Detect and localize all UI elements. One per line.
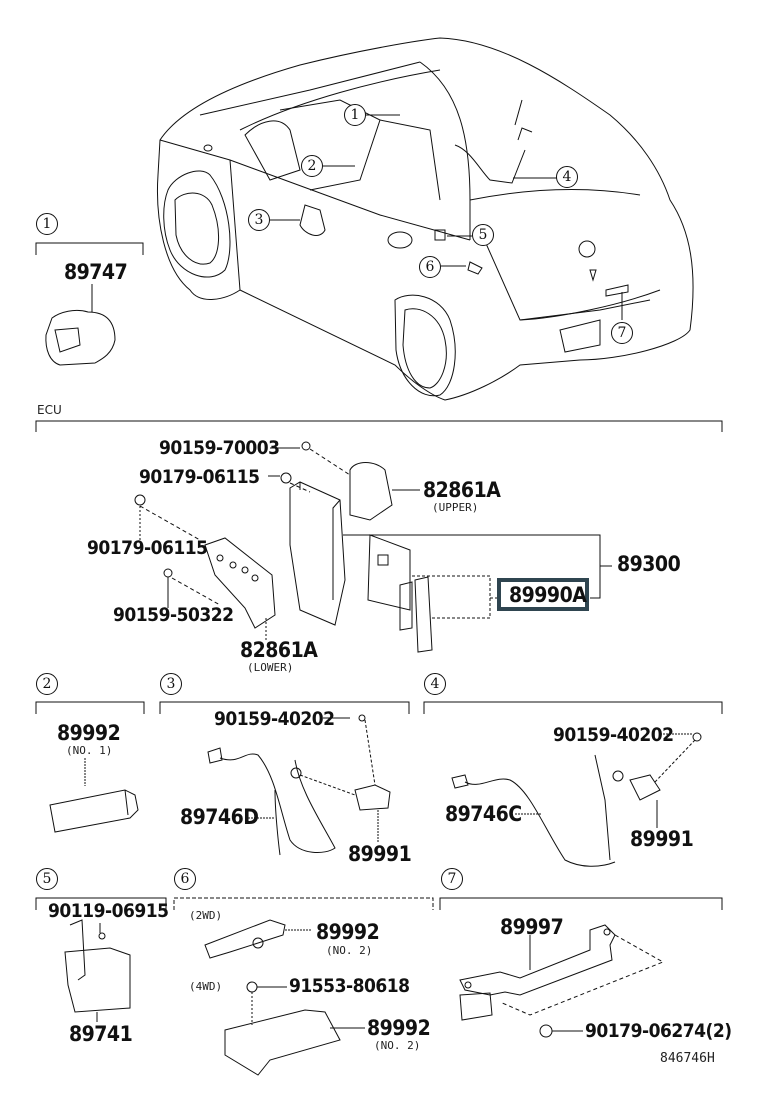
ecu-artwork [134,441,612,653]
part-89992-no2-4wd[interactable]: 89992 [367,1016,431,1040]
highlighted-part-frame [497,578,589,611]
callout-3-on-vehicle[interactable]: 3 [248,209,270,231]
part-89991-s4[interactable]: 89991 [630,827,694,851]
section-7-callout: 7 [441,868,463,890]
section-4-callout: 4 [424,673,446,695]
part-90159-40202-s3[interactable]: 90159-40202 [214,708,335,730]
part-89746d[interactable]: 89746D [180,805,259,829]
section-3-callout: 3 [160,673,182,695]
part-89992-no1-qualifier: (NO. 1) [66,744,113,757]
section-6-callout: 6 [174,868,196,890]
part-90179-06274[interactable]: 90179-06274(2) [585,1020,732,1042]
section-1-artwork [35,242,144,366]
part-89992-no2-2wd-qualifier: (NO. 2) [326,944,373,957]
callout-6-on-vehicle[interactable]: 6 [419,256,441,278]
part-89300[interactable]: 89300 [617,552,681,576]
section-5-artwork [64,919,131,1022]
callout-2-on-vehicle[interactable]: 2 [301,155,323,177]
part-89992-no1[interactable]: 89992 [57,721,121,745]
part-90179-06115-upper[interactable]: 90179-06115 [139,466,260,488]
part-91553-80618[interactable]: 91553-80618 [289,975,410,997]
part-90179-06115-left[interactable]: 90179-06115 [87,537,208,559]
part-90159-40202-s4[interactable]: 90159-40202 [553,724,674,746]
drawing-code: 846746H [660,1051,715,1066]
part-82861a-lower-qualifier: (LOWER) [247,661,294,674]
callout-1-on-vehicle[interactable]: 1 [344,104,366,126]
part-89741[interactable]: 89741 [69,1022,133,1046]
part-82861a-upper-qualifier: (UPPER) [432,501,479,514]
part-90159-70003[interactable]: 90159-70003 [159,437,280,459]
part-82861a-upper[interactable]: 82861A [423,478,501,502]
ecu-bracket [35,420,723,432]
part-89747[interactable]: 89747 [64,260,128,284]
variant-2wd-label: (2WD) [189,909,223,922]
part-89997[interactable]: 89997 [500,915,564,939]
row3-brackets [35,897,723,910]
part-89990a[interactable]: 89990A [509,583,587,607]
section-4-artwork [451,732,702,867]
callout-5-on-vehicle[interactable]: 5 [472,224,494,246]
section-1-callout: 1 [36,213,58,235]
row2-brackets [35,701,723,714]
part-89991-s3[interactable]: 89991 [348,842,412,866]
part-89746c[interactable]: 89746C [445,802,522,826]
callout-7-on-vehicle[interactable]: 7 [611,322,633,344]
vehicle-illustration [157,37,694,401]
section-7-artwork [459,924,665,1038]
callout-leaders [270,114,623,320]
variant-4wd-label: (4WD) [189,980,223,993]
section-3-artwork [207,714,391,856]
section-5-callout: 5 [36,868,58,890]
part-89992-no2-2wd[interactable]: 89992 [316,920,380,944]
section-2-callout: 2 [36,673,58,695]
section-6-artwork [204,919,365,1076]
part-82861a-lower[interactable]: 82861A [240,638,318,662]
part-89992-no2-4wd-qualifier: (NO. 2) [374,1039,421,1052]
callout-4-on-vehicle[interactable]: 4 [556,166,578,188]
part-90159-50322[interactable]: 90159-50322 [113,604,234,626]
part-90119-06915[interactable]: 90119-06915 [48,900,169,922]
ecu-section-label: ECU [37,403,62,417]
section-2-artwork [49,758,139,833]
